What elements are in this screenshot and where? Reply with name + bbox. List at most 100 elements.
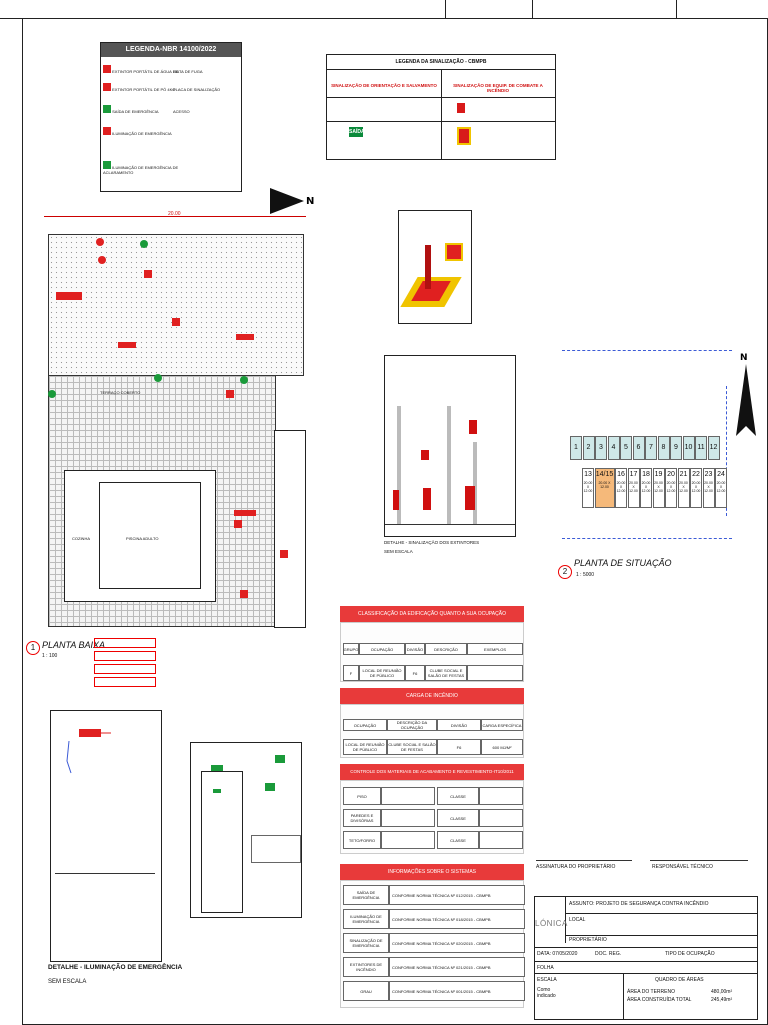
table-cell: CONFORME NORMA TÉCNICA Nº 012/2015 - CBM…: [389, 885, 525, 905]
escala-value: Como indicado: [537, 987, 556, 999]
planta-baixa-title: PLANTA BAIXA: [42, 640, 106, 650]
column: [473, 442, 477, 524]
legend-divider: [327, 97, 555, 98]
lot-dim: 20.00 X 12.00: [654, 481, 663, 493]
table-cell: CLASSE: [437, 809, 479, 827]
route-arrow-icon: [118, 342, 136, 348]
legend-row: ROTA DE FUGA: [173, 69, 202, 74]
table-cell: SAÍDA DE EMERGÊNCIA: [343, 885, 389, 905]
table-cell: LOCAL DE REUNIÃO DE PÚBLICO: [343, 739, 387, 755]
ilum-detail-title: DETALHE - ILUMINAÇÃO DE EMERGÊNCIA: [48, 964, 183, 971]
room-terraco: TERRAÇO COBERTO: [100, 390, 141, 395]
table-cell: PAREDES E DIVISÓRIAS: [343, 809, 381, 827]
emergency-light-icon: [103, 161, 111, 169]
ilum-detail-subtitle: SEM ESCALA: [48, 979, 87, 985]
table-cell: [479, 809, 523, 827]
lot-number: 20: [667, 471, 675, 478]
legend-left-header: SINALIZAÇÃO DE ORIENTAÇÃO E SALVAMENTO: [331, 83, 437, 88]
lot-number: 21: [679, 471, 688, 478]
table-cell: ILUMINAÇÃO DE EMERGÊNCIA: [343, 909, 389, 929]
note-box: [94, 651, 156, 661]
quadro-areas: QUADRO DE ÁREAS: [655, 977, 704, 983]
legend-row: ACESSO: [173, 109, 190, 114]
light-icon: [103, 127, 111, 135]
table-cell: CLUBE SOCIAL E SALÃO DE FESTAS: [387, 739, 437, 755]
legend-label: EXTINTOR PORTÁTIL DE ÁGUA 10L: [112, 69, 180, 74]
lot-number: 18: [642, 471, 650, 478]
exit-sign-icon: [265, 783, 275, 791]
lot-top: 10: [682, 436, 695, 460]
exit-sign-icon: [103, 105, 111, 113]
legend-row: PLACA DE SINALIZAÇÃO: [173, 87, 220, 92]
extintor-detail-subtitle: SEM ESCALA: [384, 549, 413, 554]
table-cell: CONFORME NORMA TÉCNICA Nº 018/2015 - CBM…: [389, 909, 525, 929]
tech-signature-label: RESPONSÁVEL TÉCNICO: [652, 864, 713, 870]
brand-logo: LÓNICA: [535, 919, 568, 928]
lot-top: 1: [570, 436, 582, 460]
lot-number: 23: [704, 471, 713, 478]
strip-divider: [532, 0, 533, 18]
street-line: [562, 350, 732, 352]
lot-top: 8: [657, 436, 670, 460]
fire-hose-icon: [457, 103, 465, 113]
carga-table: OCUPAÇÃO DESCRIÇÃO DA OCUPAÇÃO DIVISÃO C…: [340, 704, 524, 758]
title-block: LÓNICA ASSUNTO: PROJETO DE SEGURANÇA CON…: [534, 896, 758, 1020]
lot-top: 9: [670, 436, 682, 460]
lot-top: 7: [645, 436, 657, 460]
top-strip: [0, 0, 768, 19]
column: [397, 406, 401, 524]
legend-row: ILUMINAÇÃO DE EMERGÊNCIA DE ACLARAMENTO: [103, 161, 183, 175]
exit-sign-icon: [240, 376, 248, 384]
legend-nbr: LEGENDA-NBR 14100/2022 EXTINTOR PORTÁTIL…: [100, 42, 242, 192]
table-cell: [381, 809, 435, 827]
dim-label: 20.00: [168, 211, 181, 217]
table-cell: CLASSE: [437, 787, 479, 805]
extinguisher-icon: [469, 420, 477, 434]
ilum-notes: [55, 873, 155, 954]
door-note: [251, 835, 301, 863]
table-cell: [479, 831, 523, 849]
lot-bottom: 23 20.00 X 12.00: [702, 468, 715, 508]
lot-top: 6: [632, 436, 645, 460]
table-cell: GRAU: [343, 981, 389, 1001]
legend-row: ILUMINAÇÃO DE EMERGÊNCIA: [103, 127, 172, 136]
col-header: DESCRIÇÃO DA OCUPAÇÃO: [387, 719, 437, 731]
lot-dim: 20.00 X 12.00: [666, 481, 676, 493]
room-cozinha: COZINHA: [72, 536, 90, 541]
lot-number: 17: [629, 471, 638, 478]
table-cell: SINALIZAÇÃO DE EMERGÊNCIA: [343, 933, 389, 953]
planta-baixa-num: 1: [26, 641, 40, 655]
exit-sign-icon: [211, 765, 223, 771]
extinguisher-icon: [144, 270, 152, 278]
table-cell: CONFORME NORMA TÉCNICA Nº 020/2015 - CBM…: [389, 933, 525, 953]
room-piscina: PISCINA ADULTO: [126, 536, 159, 541]
lot-dim: 20.00 X 12.00: [704, 481, 713, 493]
exit-sign-icon: [275, 755, 285, 763]
strip-divider: [676, 0, 677, 18]
table-cell: TETO/FORRO: [343, 831, 381, 849]
north-arrow-icon: N: [736, 353, 756, 436]
note-box: [94, 638, 156, 648]
carga-header: CARGA DE INCÊNDIO: [340, 688, 524, 704]
classificacao-header: CLASSIFICAÇÃO DA EDIFICAÇÃO QUANTO A SUA…: [340, 606, 524, 622]
lot-top: 4: [607, 436, 620, 460]
table-cell: 600 MJ/M²: [481, 739, 523, 755]
table-cell: F6: [405, 665, 425, 681]
terraco-area: [48, 234, 304, 376]
extinguisher-icon: [103, 65, 111, 73]
planta-baixa-notes: [94, 638, 156, 692]
route-arrow-icon: [234, 510, 256, 516]
extinguisher-icon: [240, 590, 248, 598]
local: LOCAL: [569, 917, 586, 923]
extinguisher-icon: [226, 390, 234, 398]
area-terreno-value: 480,00m²: [711, 989, 733, 995]
lot-number: 14/15: [595, 471, 614, 478]
tipo-ocupacao: TIPO DE OCUPAÇÃO: [665, 951, 715, 957]
svg-text:N: N: [740, 353, 748, 363]
col-header: GRUPO: [343, 643, 359, 655]
